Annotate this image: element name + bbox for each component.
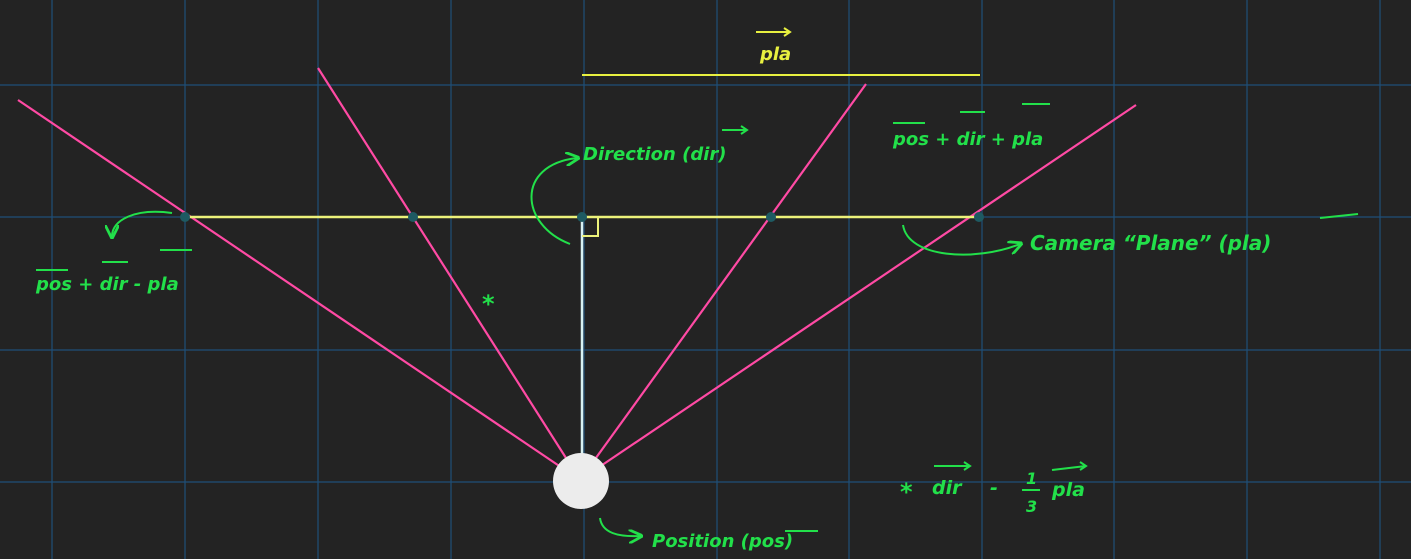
footnote-pla-text: pla <box>1051 479 1085 501</box>
ray-far-left <box>17 99 581 481</box>
camera-plane-label: Camera “Plane” (pla) <box>1030 213 1359 255</box>
pos-plus-text: pos + dir + pla <box>892 129 1043 150</box>
camera-plane-callout-arrow <box>902 224 1020 256</box>
pos-plus-label: pos + dir + pla <box>892 103 1050 150</box>
node-center <box>577 212 587 222</box>
ray-mid-right <box>579 83 867 481</box>
position-callout-arrow <box>599 517 640 536</box>
footnote-numerator: 1 <box>1026 469 1037 488</box>
footnote-dir-text: dir <box>932 477 963 499</box>
ray-mid-left <box>317 67 581 481</box>
node-right-edge <box>974 212 984 222</box>
node-left-edge <box>180 212 190 222</box>
footnote-star: * <box>900 478 913 506</box>
pos-minus-label: pos + dir - pla <box>35 249 192 295</box>
rays <box>17 67 1137 481</box>
position-label: Position (pos) <box>652 530 818 552</box>
annotation-arrows <box>112 158 1020 536</box>
ray-far-right <box>579 104 1137 481</box>
camera-position-circle <box>553 453 609 509</box>
pla-top-label: pla <box>756 27 792 65</box>
direction-callout-arrow <box>530 158 577 245</box>
node-left-third <box>408 212 418 222</box>
pos-minus-text: pos + dir - pla <box>35 274 179 295</box>
footnote-formula: * dir - 1 3 pla <box>900 461 1088 516</box>
footnote-denominator: 3 <box>1026 497 1037 516</box>
right-angle-mark <box>582 217 599 237</box>
position-text: Position (pos) <box>652 531 793 552</box>
star-marker: * <box>482 290 495 318</box>
pla-top-text: pla <box>759 44 791 65</box>
node-right-third <box>766 212 776 222</box>
pos-minus-callout-arrow <box>112 210 173 236</box>
footnote-minus-text: - <box>990 477 998 499</box>
plane-nodes <box>180 212 984 222</box>
direction-text: Direction (dir) <box>583 144 726 165</box>
direction-label: Direction (dir) <box>583 125 749 165</box>
camera-plane-text: Camera “Plane” (pla) <box>1030 231 1271 255</box>
